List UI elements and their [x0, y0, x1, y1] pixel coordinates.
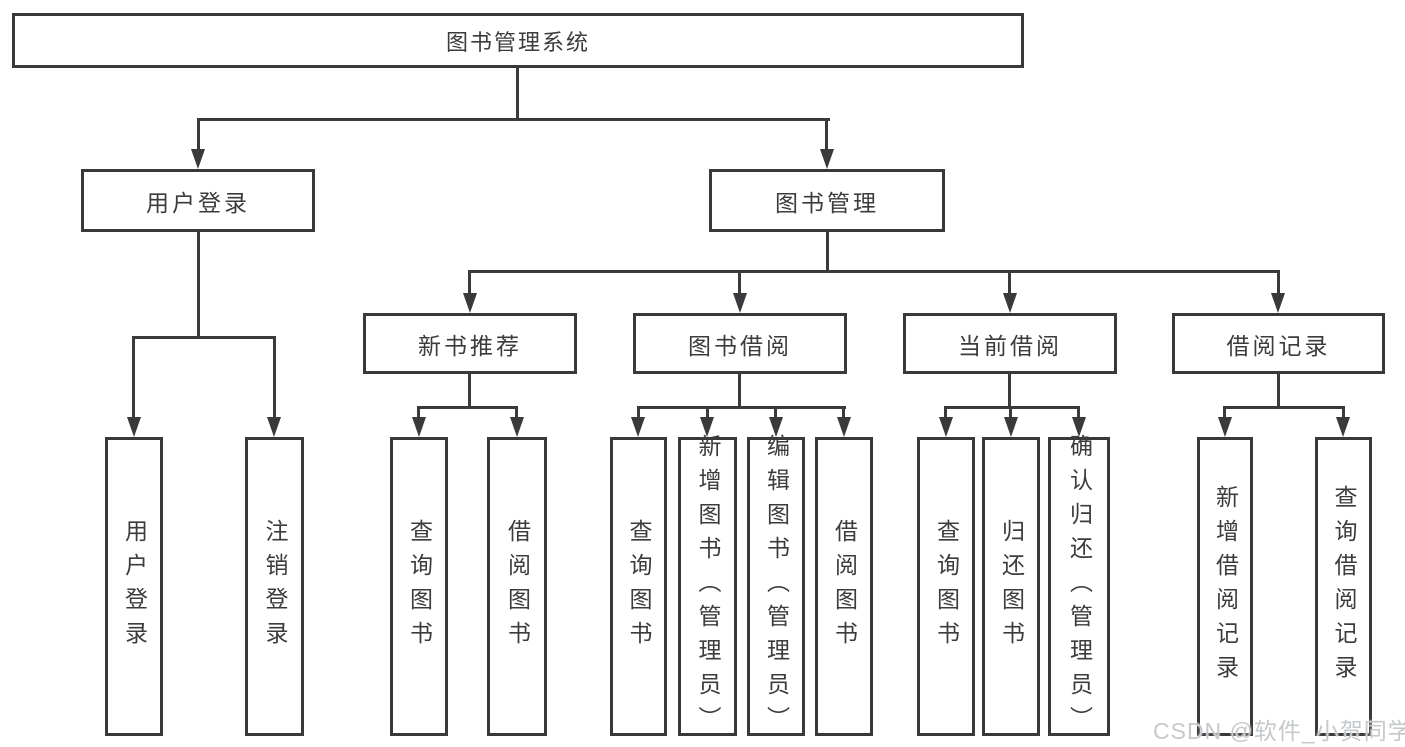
connector-vline — [197, 118, 200, 152]
connector-vline — [826, 232, 829, 270]
connector-vline — [468, 374, 471, 406]
node-borrowing-records: 借阅记录 — [1172, 313, 1385, 374]
connector-vline — [738, 374, 741, 406]
connector-hline — [468, 270, 1280, 273]
leaf-logout: 注销登录 — [245, 437, 304, 736]
connector-vline — [417, 406, 420, 420]
leaf-label: 新增借阅记录 — [1212, 484, 1239, 689]
arrowhead-down-icon — [769, 417, 783, 437]
connector-vline — [1223, 406, 1226, 420]
leaf-label: 注销登录 — [262, 518, 288, 655]
node-label: 图书管理 — [775, 189, 879, 216]
connector-vline — [825, 118, 828, 152]
connector-vline — [1277, 374, 1280, 406]
connector-vline — [637, 406, 640, 420]
node-label: 当前借阅 — [958, 332, 1062, 359]
connector-vline — [738, 270, 741, 296]
leaf-add-book-admin: 新增图书（管理员） — [678, 434, 737, 740]
leaf-query-books-recommend: 查询图书 — [390, 437, 448, 736]
connector-vline — [1008, 374, 1011, 406]
leaf-label: 确认归还（管理员） — [1066, 433, 1093, 740]
leaf-query-books-borrowing: 查询图书 — [610, 437, 667, 736]
leaf-borrow-books-recommend: 借阅图书 — [487, 437, 547, 736]
arrowhead-down-icon — [631, 417, 645, 437]
connector-hline — [1223, 406, 1345, 409]
leaf-return-books: 归还图书 — [982, 437, 1040, 736]
leaf-label: 查询图书 — [406, 518, 433, 655]
leaf-query-borrow-record: 查询借阅记录 — [1315, 437, 1372, 736]
node-new-book-recommendation: 新书推荐 — [363, 313, 577, 374]
arrowhead-down-icon — [412, 417, 426, 437]
arrowhead-down-icon — [837, 417, 851, 437]
node-label: 借阅记录 — [1226, 332, 1331, 359]
connector-vline — [774, 406, 777, 420]
arrowhead-down-icon — [1336, 417, 1350, 437]
arrowhead-down-icon — [1003, 293, 1017, 313]
arrowhead-down-icon — [733, 293, 747, 313]
leaf-label: 归还图书 — [998, 518, 1025, 655]
leaf-label: 查询借阅记录 — [1331, 484, 1357, 689]
leaf-label: 查询图书 — [626, 518, 652, 655]
connector-vline — [516, 68, 519, 120]
connector-vline — [1008, 270, 1011, 296]
arrowhead-down-icon — [1218, 417, 1232, 437]
leaf-query-books-current: 查询图书 — [917, 437, 975, 736]
node-book-management: 图书管理 — [709, 169, 945, 232]
connector-hline — [944, 406, 1080, 409]
leaf-add-borrow-record: 新增借阅记录 — [1197, 437, 1253, 736]
leaf-confirm-return-admin: 确认归还（管理员） — [1048, 434, 1110, 740]
connector-vline — [1277, 270, 1280, 296]
arrowhead-down-icon — [267, 417, 281, 437]
arrowhead-down-icon — [1271, 293, 1285, 313]
leaf-label: 用户登录 — [121, 518, 148, 655]
leaf-label: 借阅图书 — [831, 518, 858, 655]
connector-hline — [132, 336, 276, 339]
csdn-watermark: CSDN @软件_小贺同学 — [1153, 718, 1405, 744]
arrowhead-down-icon — [1072, 417, 1086, 437]
connector-vline — [944, 406, 947, 420]
connector-vline — [1342, 406, 1345, 420]
arrowhead-down-icon — [939, 417, 953, 437]
connector-vline — [132, 336, 135, 420]
connector-hline — [417, 406, 518, 409]
connector-vline — [1009, 406, 1012, 420]
node-label: 图书管理系统 — [445, 29, 590, 55]
arrowhead-down-icon — [820, 149, 834, 169]
node-book-borrowing: 图书借阅 — [633, 313, 847, 374]
leaf-label: 借阅图书 — [504, 518, 531, 655]
node-user-login: 用户登录 — [81, 169, 315, 232]
leaf-label: 编辑图书（管理员） — [763, 433, 790, 740]
leaf-label: 新增图书（管理员） — [695, 433, 721, 740]
connector-vline — [1077, 406, 1080, 420]
connector-vline — [515, 406, 518, 420]
connector-vline — [273, 336, 276, 420]
node-current-borrowing: 当前借阅 — [903, 313, 1117, 374]
arrowhead-down-icon — [463, 293, 477, 313]
arrowhead-down-icon — [191, 149, 205, 169]
leaf-borrow-books-borrowing: 借阅图书 — [815, 437, 873, 736]
connector-hline — [197, 118, 830, 121]
node-label: 图书借阅 — [688, 332, 792, 359]
leaf-user-login: 用户登录 — [105, 437, 163, 736]
node-label: 用户登录 — [146, 189, 250, 216]
connector-hline — [637, 406, 846, 409]
arrowhead-down-icon — [1004, 417, 1018, 437]
connector-vline — [197, 232, 200, 336]
connector-vline — [842, 406, 845, 420]
connector-vline — [468, 270, 471, 296]
leaf-label: 查询图书 — [933, 518, 960, 655]
arrowhead-down-icon — [700, 417, 714, 437]
node-library-management-system: 图书管理系统 — [12, 13, 1024, 68]
leaf-edit-book-admin: 编辑图书（管理员） — [747, 434, 805, 740]
arrowhead-down-icon — [127, 417, 141, 437]
arrowhead-down-icon — [510, 417, 524, 437]
node-label: 新书推荐 — [418, 332, 522, 359]
connector-vline — [706, 406, 709, 420]
